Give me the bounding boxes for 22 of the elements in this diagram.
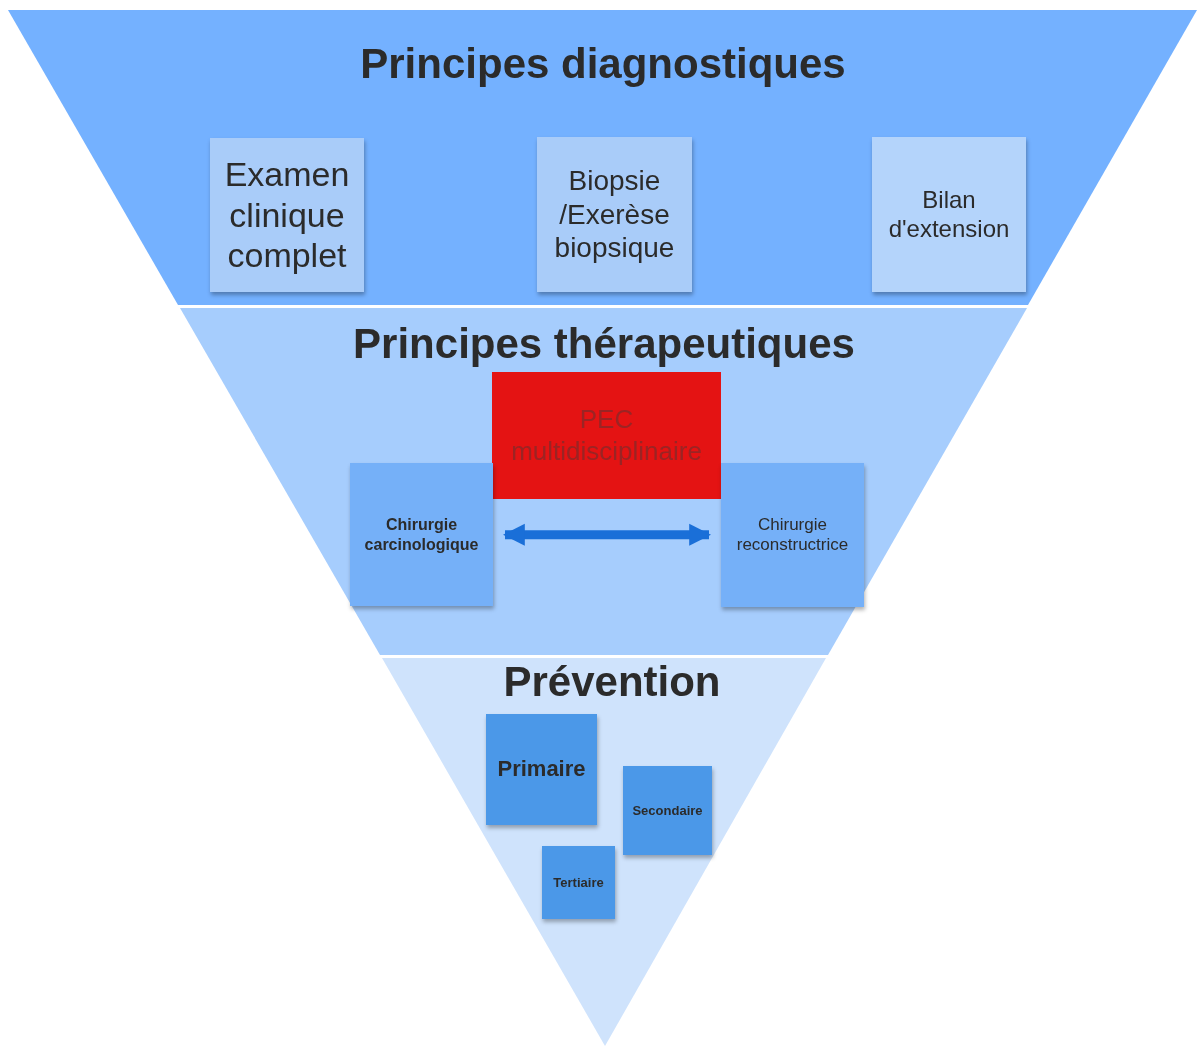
sticky-note xyxy=(537,137,692,292)
note-text: Tertiaire xyxy=(553,874,604,891)
note-text: Primaire xyxy=(497,756,586,783)
note-text: Examen clinique complet xyxy=(223,153,351,277)
double-arrow xyxy=(502,523,712,546)
sticky-note xyxy=(721,463,864,607)
note-text: Chirurgie carcinologique xyxy=(363,515,480,554)
note-text: Secondaire xyxy=(632,802,703,819)
sticky-note xyxy=(872,137,1026,292)
note-text: Chirurgie reconstructrice xyxy=(735,514,850,556)
note-text: Bilan d'extension xyxy=(887,185,1011,244)
sticky-note xyxy=(486,714,597,825)
note-text: PEC multidisciplinaire xyxy=(510,404,703,467)
sticky-note xyxy=(542,846,615,919)
sticky-note xyxy=(623,766,712,855)
section-title: Prévention xyxy=(502,658,722,706)
note-text: Biopsie /Exerèse biopsique xyxy=(553,164,676,265)
section-title: Principes thérapeutiques xyxy=(352,320,856,368)
sticky-note xyxy=(350,463,493,606)
sticky-note xyxy=(492,372,721,499)
sticky-note xyxy=(210,138,364,292)
section-title: Principes diagnostiques xyxy=(359,40,847,88)
